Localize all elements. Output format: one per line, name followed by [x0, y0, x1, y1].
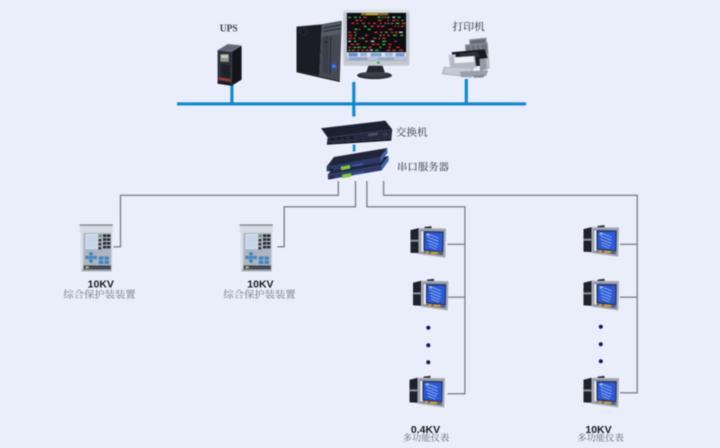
svg-text:0.4KV: 0.4KV: [411, 424, 440, 436]
svg-text:10KV: 10KV: [247, 279, 273, 291]
svg-text:UPS: UPS: [220, 23, 238, 35]
svg-text:10KV: 10KV: [585, 424, 611, 436]
svg-text:10KV: 10KV: [88, 279, 114, 291]
